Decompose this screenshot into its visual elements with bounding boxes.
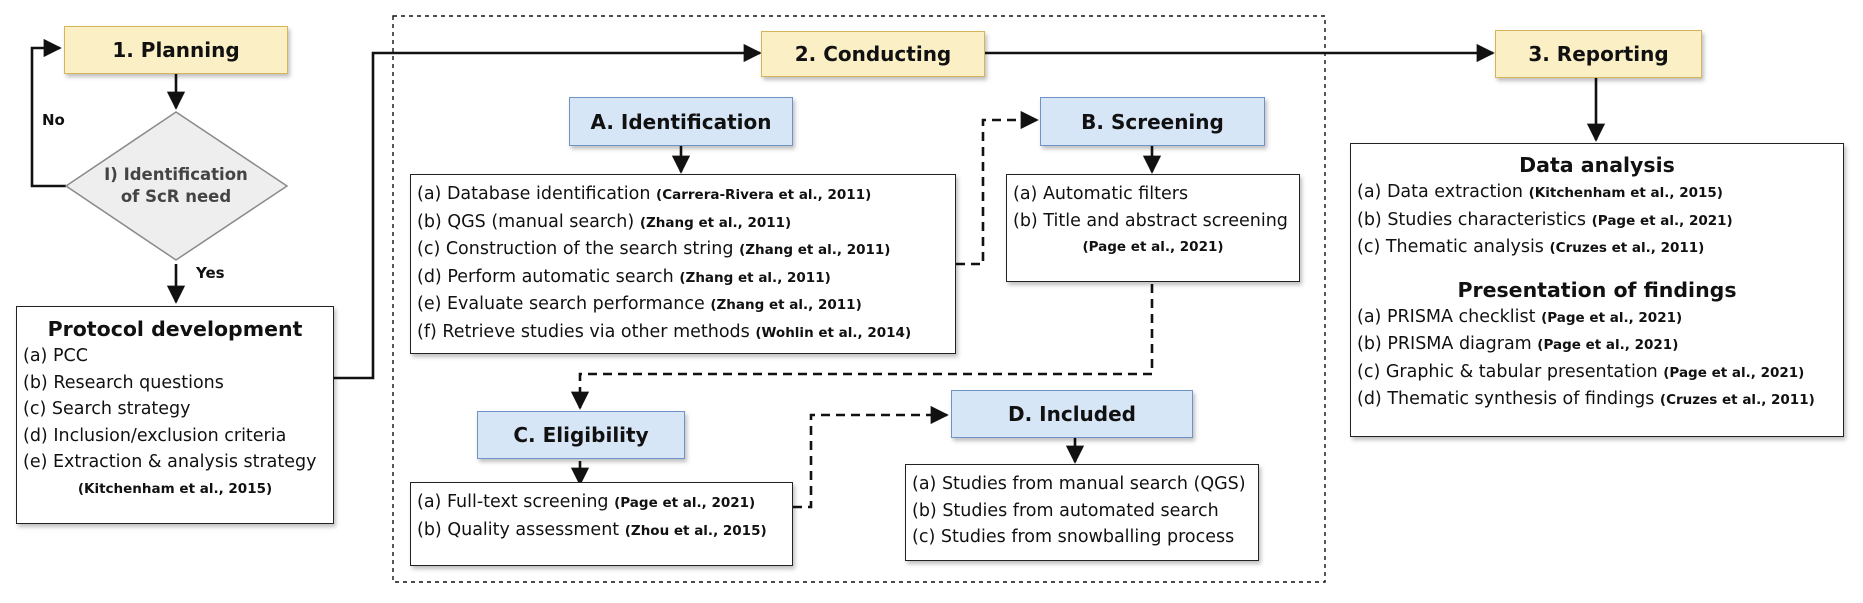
- reporting-title: 3. Reporting: [1528, 42, 1669, 66]
- presentation-title: Presentation of findings: [1457, 277, 1737, 302]
- data-analysis-item: (c) Thematic analysis (Cruzes et al., 20…: [1357, 237, 1705, 257]
- identification-item: (b) QGS (manual search) (Zhang et al., 2…: [417, 211, 792, 232]
- no-label: No: [42, 111, 65, 129]
- protocol-item: (a) PCC: [23, 346, 88, 366]
- identification-item: (e) Evaluate search performance (Zhang e…: [417, 294, 862, 314]
- screening-title: B. Screening: [1081, 109, 1224, 134]
- presentation-item: (a) PRISMA checklist (Page et al., 2021): [1357, 306, 1683, 327]
- reporting-phase-box: 3. Reporting: [1495, 30, 1702, 78]
- decision-diamond: [64, 111, 289, 261]
- eligibility-step-box: C. Eligibility: [477, 411, 685, 459]
- identification-title: A. Identification: [590, 109, 772, 134]
- protocol-box: Protocol development (a) PCC (b) Researc…: [16, 306, 334, 524]
- decision-label: I) Identification of ScR need: [104, 165, 248, 206]
- conducting-title: 2. Conducting: [794, 42, 952, 66]
- identification-step-box: A. Identification: [569, 97, 793, 146]
- protocol-item: (e) Extraction & analysis strategy: [23, 452, 317, 472]
- included-title: D. Included: [1008, 402, 1136, 426]
- identification-item: (c) Construction of the search string (Z…: [417, 239, 891, 259]
- protocol-item: (b) Research questions: [23, 372, 224, 393]
- protocol-item: (c) Search strategy: [23, 399, 191, 419]
- eligibility-title: C. Eligibility: [513, 423, 649, 447]
- screening-step-box: B. Screening: [1040, 97, 1265, 146]
- protocol-item: (d) Inclusion/exclusion criteria: [23, 425, 287, 446]
- screening-list-box: (a) Automatic filters (b) Title and abst…: [1006, 174, 1300, 282]
- included-item: (b) Studies from automated search: [912, 500, 1219, 521]
- presentation-item: (d) Thematic synthesis of findings (Cruz…: [1357, 389, 1815, 409]
- data-analysis-item: (b) Studies characteristics (Page et al.…: [1357, 209, 1733, 230]
- included-item: (c) Studies from snowballing process: [912, 527, 1235, 547]
- eligibility-item: (b) Quality assessment (Zhou et al., 201…: [417, 519, 767, 540]
- protocol-title: Protocol development: [47, 317, 303, 341]
- screening-item: (b) Title and abstract screening: [1013, 210, 1288, 231]
- dashed-arrow-identification-to-screening: [956, 110, 1039, 266]
- presentation-item: (b) PRISMA diagram (Page et al., 2021): [1357, 334, 1679, 354]
- data-analysis-item: (a) Data extraction (Kitchenham et al., …: [1357, 182, 1723, 202]
- identification-item: (a) Database identification (Carrera-Riv…: [417, 184, 872, 204]
- included-list-box: (a) Studies from manual search (QGS) (b)…: [905, 464, 1259, 561]
- screening-item: (a) Automatic filters: [1013, 184, 1189, 204]
- dashed-arrow-eligibility-to-included: [793, 405, 949, 509]
- arrow-protocol-to-conducting: [334, 43, 762, 380]
- eligibility-item: (a) Full-text screening (Page et al., 20…: [417, 492, 756, 512]
- included-item: (a) Studies from manual search (QGS): [912, 474, 1246, 494]
- arrow-decision-no: [30, 38, 66, 188]
- conducting-region: [392, 15, 1326, 583]
- identification-list-box: (a) Database identification (Carrera-Riv…: [410, 174, 956, 354]
- dashed-arrow-screening-to-eligibility: [570, 284, 1154, 410]
- included-step-box: D. Included: [951, 390, 1193, 438]
- identification-item: (d) Perform automatic search (Zhang et a…: [417, 266, 831, 287]
- planning-phase-box: 1. Planning: [64, 26, 288, 74]
- planning-title: 1. Planning: [112, 38, 240, 62]
- yes-label: Yes: [196, 264, 225, 282]
- identification-item: (f) Retrieve studies via other methods (…: [417, 321, 912, 342]
- conducting-phase-box: 2. Conducting: [761, 31, 985, 77]
- eligibility-list-box: (a) Full-text screening (Page et al., 20…: [410, 482, 793, 566]
- protocol-reference: (Kitchenham et al., 2015): [77, 480, 273, 497]
- screening-reference: (Page et al., 2021): [1082, 239, 1224, 255]
- data-analysis-title: Data analysis: [1519, 153, 1675, 177]
- presentation-item: (c) Graphic & tabular presentation (Page…: [1357, 361, 1805, 382]
- reporting-box: Data analysis (a) Data extraction (Kitch…: [1350, 143, 1844, 437]
